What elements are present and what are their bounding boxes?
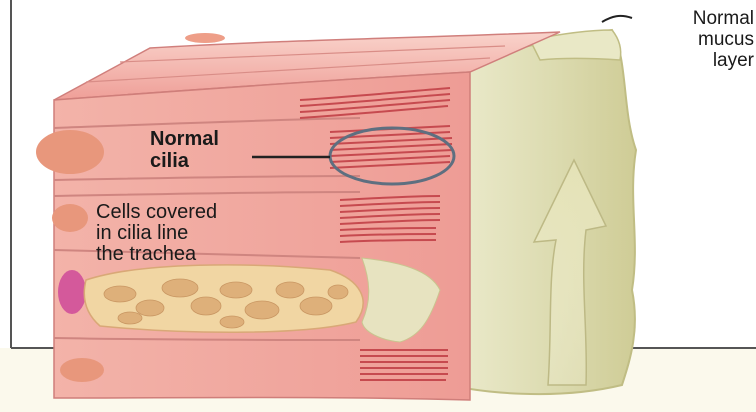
cilia-label-line-2: cilia bbox=[150, 150, 219, 172]
cilia-label-line-1: Normal bbox=[150, 128, 219, 150]
cells-label-line-2: in cilia line bbox=[96, 223, 217, 244]
mucus-label-line-3: layer bbox=[693, 50, 754, 71]
cell-nucleus bbox=[60, 358, 104, 382]
cell-nucleus bbox=[36, 130, 104, 174]
mucus-layer-label: Normal mucus layer bbox=[693, 8, 754, 71]
mucus-label-line-1: Normal bbox=[693, 8, 754, 29]
cilia-label: Normal cilia bbox=[150, 128, 219, 172]
mucus-label-line-2: mucus bbox=[693, 29, 754, 50]
cell-nucleus bbox=[52, 204, 88, 232]
cell-nucleus bbox=[58, 270, 86, 314]
cells-label-line-3: the trachea bbox=[96, 244, 217, 265]
cells-label: Cells covered in cilia line the trachea bbox=[96, 202, 217, 265]
cell-nucleus bbox=[185, 33, 225, 43]
cells-label-line-1: Cells covered bbox=[96, 202, 217, 223]
